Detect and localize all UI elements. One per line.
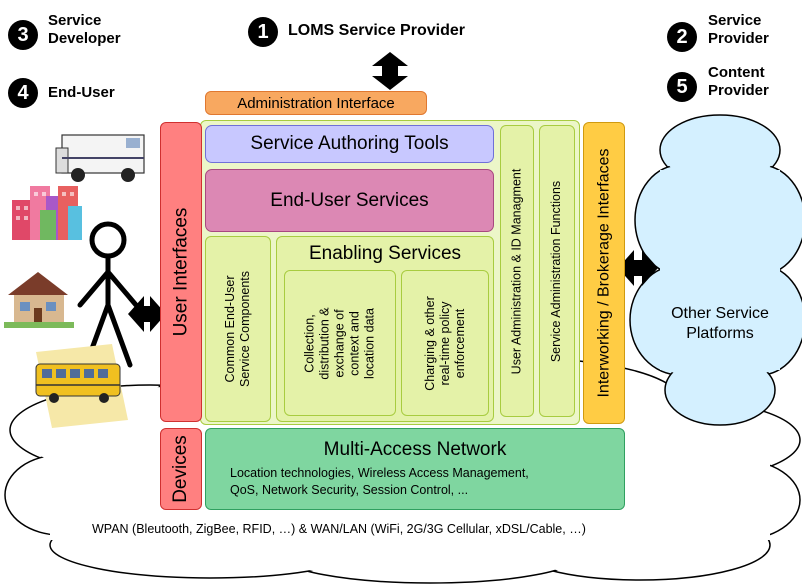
common-components-line-2: Service Components — [238, 270, 252, 388]
access-networks-label: WPAN (Bleutooth, ZigBee, RFID, …) & WAN/… — [92, 522, 586, 536]
devices-label: Devices — [170, 435, 192, 503]
role-4-badge: 4 — [8, 78, 38, 108]
role-2-label: Service Provider — [708, 12, 769, 47]
multi-access-network: Multi-Access Network Location technologi… — [205, 428, 625, 510]
house-icon — [4, 272, 74, 328]
collection-line-3: exchange of — [332, 308, 347, 378]
charging-line-2: real-time policy — [437, 300, 452, 386]
common-components-line-1: Common End-User — [223, 275, 237, 383]
other-platforms-line-1: Other Service — [671, 305, 769, 322]
service-administration: Service Administration Functions — [539, 125, 575, 417]
charging-line-1: Charging & other — [422, 295, 437, 391]
collection-line-1: Collection, — [302, 313, 317, 373]
role-5-label: Content Provider — [708, 64, 769, 99]
role-1-badge: 1 — [248, 17, 278, 47]
role-1-label: LOMS Service Provider — [288, 22, 465, 39]
interworking-arrow — [618, 250, 658, 286]
interworking-interfaces: Interworking / Brokerage Interfaces — [583, 122, 625, 424]
role-4-label: End-User — [48, 84, 115, 101]
service-authoring-tools: Service Authoring Tools — [205, 125, 494, 163]
user-administration: User Administration & ID Managment — [500, 125, 534, 417]
interworking-label: Interworking / Brokerage Interfaces — [595, 148, 613, 398]
end-user-figure-icon — [77, 221, 139, 368]
charging-policy-box: Charging & other real-time policy enforc… — [401, 270, 489, 416]
role-5-badge: 5 — [667, 72, 697, 102]
service-authoring-tools-label: Service Authoring Tools — [250, 133, 449, 154]
collection-line-2: distribution & — [317, 306, 332, 380]
school-bus-icon — [35, 344, 128, 428]
other-platforms-line-2: Platforms — [686, 325, 754, 342]
user-interfaces-label: User Interfaces — [170, 207, 192, 337]
administration-interface-label: Administration Interface — [237, 94, 395, 112]
buildings-icon — [12, 186, 82, 240]
devices: Devices — [160, 428, 202, 510]
ambulance-icon — [55, 134, 145, 182]
network-title: Multi-Access Network — [323, 439, 507, 460]
collection-line-4: context and — [347, 310, 362, 376]
enabling-services-title: Enabling Services — [308, 243, 462, 264]
end-user-services: End-User Services — [205, 169, 494, 232]
admin-access-arrow — [372, 52, 408, 90]
service-administration-label: Service Administration Functions — [549, 180, 564, 362]
collection-line-5: location data — [362, 307, 377, 379]
charging-line-3: enforcement — [452, 308, 467, 378]
collection-distribution-box: Collection, distribution & exchange of c… — [284, 270, 396, 416]
role-2-badge: 2 — [667, 22, 697, 52]
other-platforms-label: Other Service Platforms — [650, 304, 790, 344]
network-line-2: QoS, Network Security, Session Control, … — [230, 483, 469, 497]
role-3-badge: 3 — [8, 20, 38, 50]
user-administration-label: User Administration & ID Managment — [509, 168, 524, 374]
administration-interface: Administration Interface — [205, 91, 427, 115]
end-user-services-label: End-User Services — [270, 189, 429, 211]
network-line-1: Location technologies, Wireless Access M… — [230, 466, 529, 480]
role-3-label: Service Developer — [48, 12, 121, 47]
user-interfaces: User Interfaces — [160, 122, 202, 422]
common-service-components: Common End-User Service Components — [205, 236, 271, 422]
